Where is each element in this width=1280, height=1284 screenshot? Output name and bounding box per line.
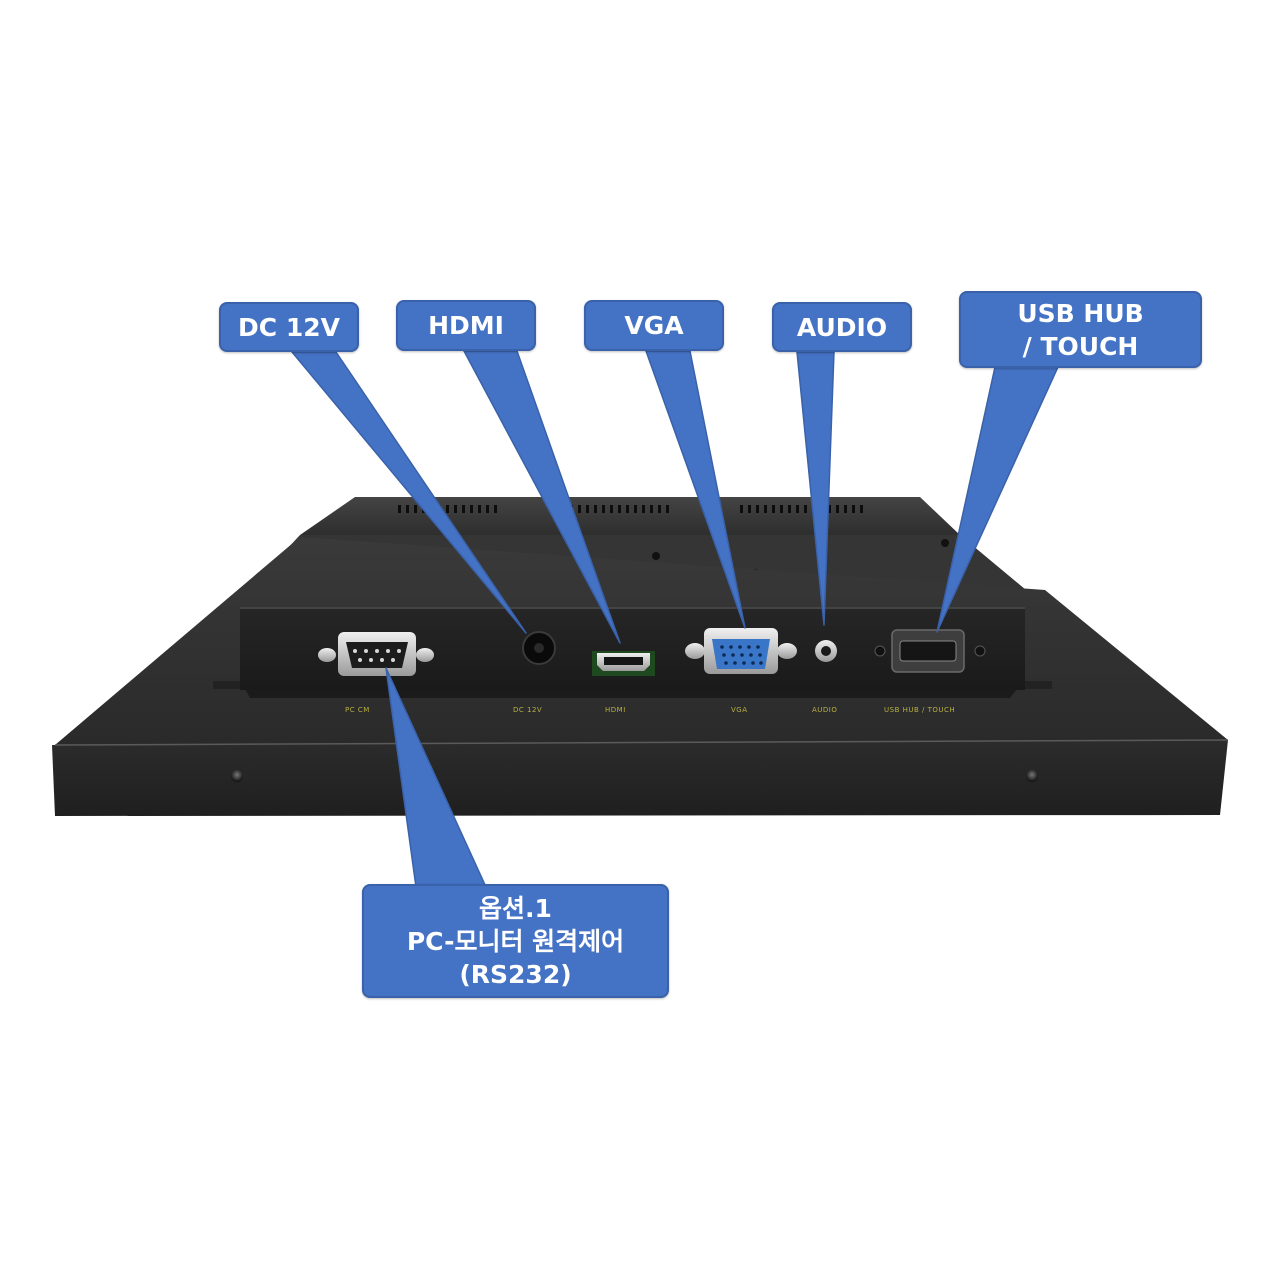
callout-rs232-line2: PC-모니터 원격제어 (406, 926, 625, 956)
monitor-front-edge (52, 740, 1228, 816)
callout-rs232-line3: (RS232) (459, 959, 572, 989)
vga-port (685, 628, 797, 674)
panel-label-usb: USB HUB / TOUCH (884, 706, 955, 714)
callout-rs232-line1: 옵션.1 (479, 893, 552, 923)
callout-usb-hub-touch: USB HUB / TOUCH (959, 291, 1202, 368)
panel-label-audio: AUDIO (812, 706, 837, 714)
pointer-hdmi (463, 350, 621, 644)
pointer-dc (291, 351, 527, 634)
callout-hdmi-text: HDMI (428, 311, 504, 340)
callout-dc-12v: DC 12V (219, 302, 359, 352)
bracket-left (213, 681, 243, 689)
rs232-port (318, 632, 434, 676)
hdmi-port (592, 651, 655, 676)
callout-rs232: 옵션.1 PC-모니터 원격제어 (RS232) (362, 884, 669, 998)
pointer-vga (645, 350, 746, 629)
rear-shell-top (300, 497, 960, 535)
callout-dc-text: DC 12V (238, 312, 340, 342)
panel-label-hdmi: HDMI (605, 706, 626, 714)
dc-jack (522, 631, 556, 665)
callout-vga: VGA (584, 300, 724, 351)
callout-hdmi: HDMI (396, 300, 536, 351)
panel-label-pc: PC CM (345, 706, 370, 714)
callout-audio: AUDIO (772, 302, 912, 352)
front-screw-right (1026, 770, 1038, 782)
callout-vga-text: VGA (624, 311, 684, 340)
usb-hub-touch-port (874, 629, 986, 673)
callout-pointers (291, 350, 1059, 888)
front-screw-left (231, 770, 243, 782)
pointer-audio (796, 351, 835, 626)
callout-audio-text: AUDIO (796, 312, 888, 342)
callout-usb-line1: USB HUB (1017, 298, 1144, 328)
audio-jack (815, 640, 837, 662)
panel-label-vga: VGA (731, 706, 748, 714)
panel-label-dc: DC 12V (513, 706, 542, 714)
bracket-right (1020, 681, 1052, 689)
callout-usb-line2: / TOUCH (1022, 331, 1139, 361)
